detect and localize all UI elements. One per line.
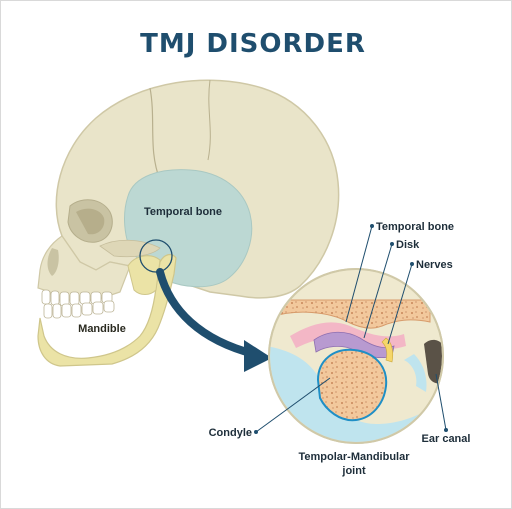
upper-teeth xyxy=(41,289,113,307)
zoom-labels xyxy=(255,225,447,433)
condyle xyxy=(316,348,388,422)
mandible xyxy=(37,253,177,367)
page-title: TMJ DISORDER xyxy=(140,29,366,59)
temporal-bone-label: Temporal bone xyxy=(144,206,222,218)
nerves xyxy=(381,337,394,363)
face xyxy=(37,235,131,301)
skull: Temporal bone Mandible xyxy=(37,79,340,367)
zoom-arrow xyxy=(156,268,272,372)
nasal-cavity xyxy=(47,248,59,276)
disk-label: Disk xyxy=(396,239,420,251)
joint-label-line1: Tempolar-Mandibular xyxy=(298,451,410,463)
condyle-label: Condyle xyxy=(209,427,252,439)
nerves-label: Nerves xyxy=(416,259,453,271)
lower-teeth xyxy=(43,300,115,319)
temporal-bone-zoom-label: Temporal bone xyxy=(376,221,454,233)
joint-label-line2: joint xyxy=(341,465,366,477)
mandible-label: Mandible xyxy=(78,323,126,335)
ear-canal-label: Ear canal xyxy=(422,433,471,445)
temporal-bone-fossa xyxy=(270,299,431,329)
